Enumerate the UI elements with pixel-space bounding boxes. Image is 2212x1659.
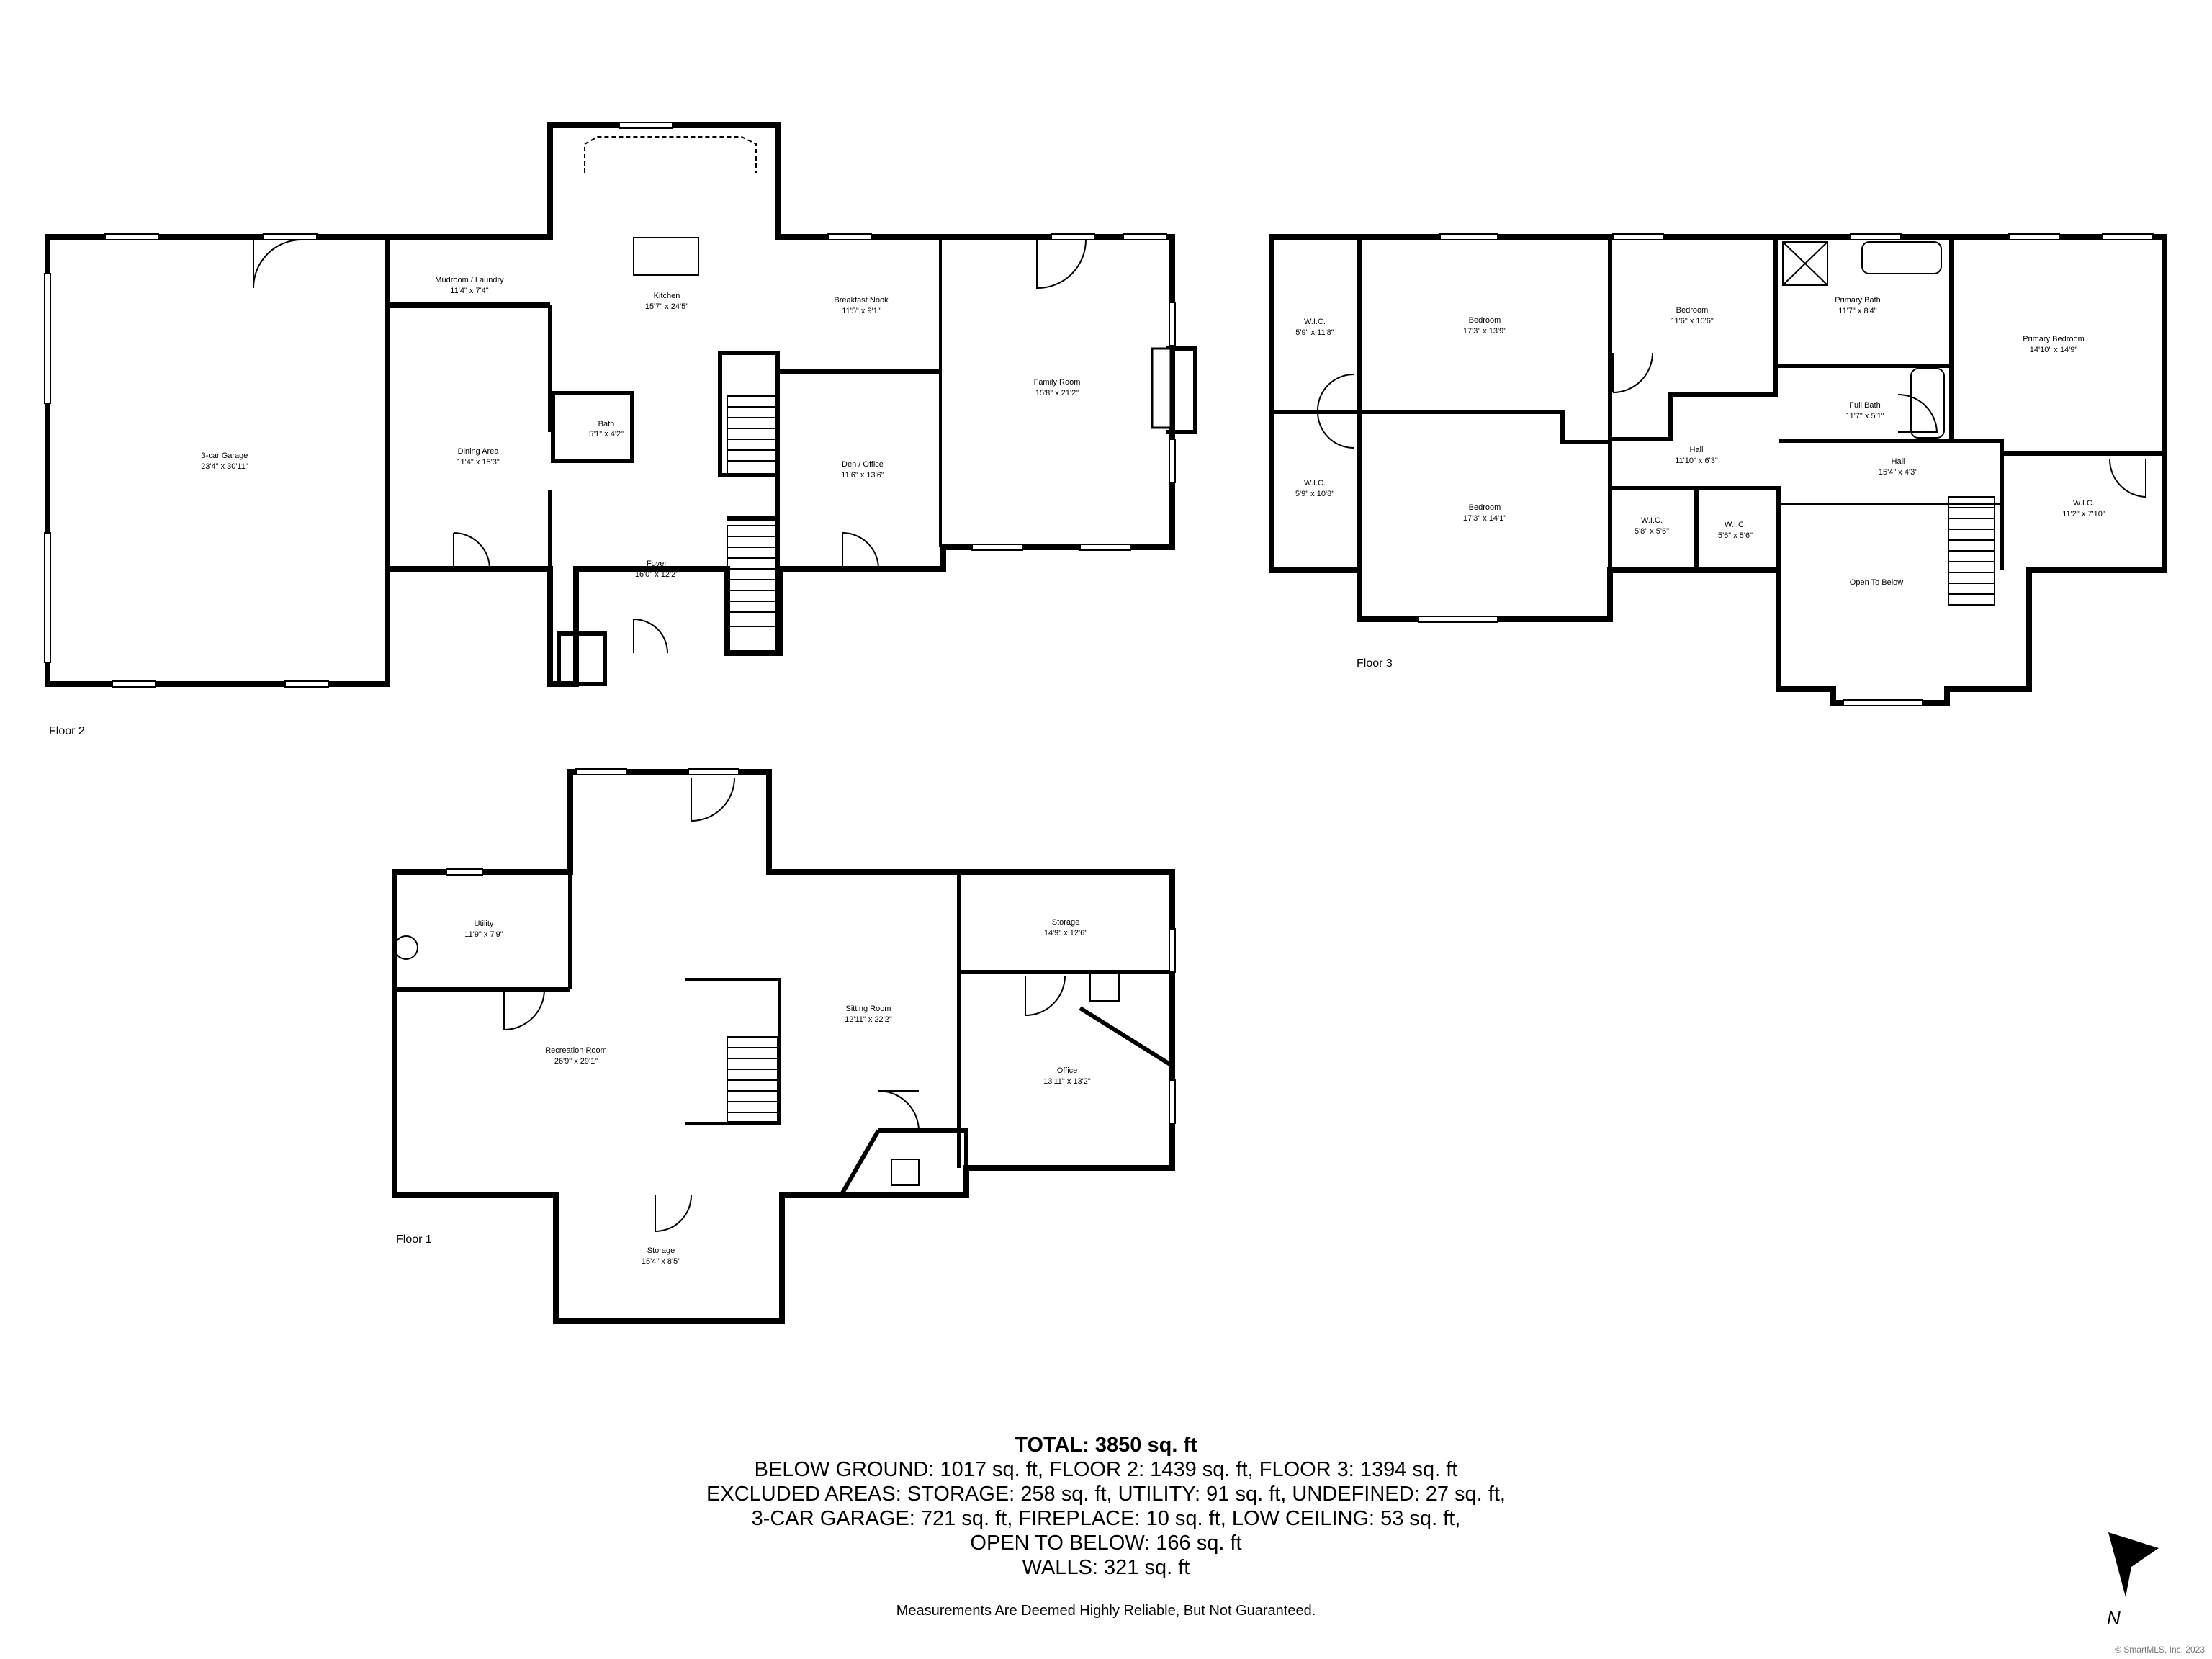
room-name: Primary Bath [1835,296,1881,305]
room-name: Mudroom / Laundry [435,276,504,284]
area-line: OPEN TO BELOW: 166 sq. ft [970,1532,1242,1555]
kitchen-island-icon [633,237,699,276]
floor-labels: Floor 2 Floor 3 Floor 1 [49,657,1393,1246]
room-name: W.I.C. [2073,499,2095,508]
utility-box-icon-2 [891,1159,920,1186]
floor-label: Floor 3 [1357,657,1393,670]
room-dim: 5'8" x 5'6" [1635,527,1669,536]
room-name: Primary Bedroom [2023,335,2085,343]
fixtures [394,136,1945,1186]
room-name: W.I.C. [1641,516,1663,525]
room-dim: 17'3" x 13'9" [1463,327,1506,336]
room-name: Bedroom [1469,316,1501,325]
room-dim: 11'2" x 7'10" [2062,510,2105,518]
bathtub-icon-2 [1910,368,1945,439]
room-name: Utility [475,920,494,928]
room-name: W.I.C. [1304,318,1326,326]
total-area: TOTAL: 3850 sq. ft [1015,1434,1197,1457]
room-labels: 3-car Garage 23'4" x 30'11" Mudroom / La… [201,276,2105,1266]
room-dim: 15'4" x 4'3" [1879,468,1917,477]
room-dim: 5'9" x 11'8" [1295,328,1334,337]
utility-box-icon [1089,971,1120,1002]
room-dim: 23'4" x 30'11" [201,462,248,471]
copyright: © SmartMLS, Inc. 2023 [2115,1645,2205,1655]
room-dim: 11'10" x 6'3" [1675,457,1718,465]
room-dim: 5'1" x 4'2" [589,430,624,439]
room-dim: 11'5" x 9'1" [842,307,880,315]
floor1-outline [392,769,1175,1324]
room-dim: 5'9" x 10'8" [1295,490,1334,498]
room-dim: 11'6" x 13'6" [841,471,884,480]
room-name: Storage [1052,918,1080,927]
compass-label: N [2107,1607,2121,1629]
room-name: W.I.C. [1304,479,1326,487]
room-name: Family Room [1034,378,1081,387]
room-name: W.I.C. [1725,521,1746,529]
room-name: Hall [1892,457,1905,466]
room-dim: 11'4" x 15'3" [457,458,500,467]
room-dim: 15'4" x 8'5" [642,1257,680,1266]
room-name: Bedroom [1469,503,1501,512]
area-totals: TOTAL: 3850 sq. ft BELOW GROUND: 1017 sq… [0,1433,2212,1580]
room-name: Hall [1690,446,1704,454]
room-dim: 14'9" x 12'6" [1044,929,1087,938]
room-dim: 12'11" x 22'2" [845,1015,892,1024]
room-dim: 11'9" x 7'9" [464,930,503,939]
room-name: Foyer [647,559,667,568]
room-dim: 11'7" x 8'4" [1838,307,1876,315]
room-name: Breakfast Nook [834,296,889,305]
room-name: Storage [647,1246,675,1255]
area-line: BELOW GROUND: 1017 sq. ft, FLOOR 2: 1439… [754,1458,1458,1481]
room-dim: 13'11" x 13'2" [1043,1077,1091,1086]
room-dim: 16'0" x 12'2" [635,570,678,579]
area-line: 3-CAR GARAGE: 721 sq. ft, FIREPLACE: 10 … [751,1507,1461,1530]
room-dim: 11'4" x 7'4" [450,287,488,295]
room-name: Full Bath [1849,401,1880,410]
bathtub-icon [1861,241,1942,274]
room-dim: 15'7" x 24'5" [645,302,688,311]
area-line: WALLS: 321 sq. ft [1022,1556,1190,1579]
room-dim: 11'6" x 10'6" [1671,317,1714,325]
north-arrow-icon: N [2107,1532,2159,1629]
room-name: Dining Area [458,447,500,456]
floor-label: Floor 2 [49,725,85,737]
room-dim: 17'3" x 14'1" [1463,514,1506,523]
walls [45,122,2167,1324]
floor-label: Floor 1 [396,1233,432,1246]
garage-walls [45,234,390,687]
area-line: EXCLUDED AREAS: STORAGE: 258 sq. ft, UTI… [706,1483,1506,1506]
room-name: Bath [598,420,615,428]
stairs [727,395,1995,1123]
disclaimer: Measurements Are Deemed Highly Reliable,… [896,1603,1316,1619]
room-name: Open To Below [1850,578,1903,587]
room-name: Office [1057,1066,1078,1075]
room-dim: 14'10" x 14'9" [2030,346,2078,354]
room-name: 3-car Garage [202,451,248,460]
room-dim: 15'8" x 21'2" [1035,389,1079,397]
doors [253,238,2146,1232]
fireplace-icon [1151,347,1172,429]
shower-icon [1782,241,1828,286]
windows [44,122,2154,1124]
room-name: Kitchen [654,292,680,300]
room-name: Den / Office [842,460,884,469]
room-name: Bedroom [1676,306,1709,315]
water-heater-icon [394,935,418,960]
room-dim: 11'7" x 5'1" [1845,412,1884,421]
floor3-outline [1269,234,2167,706]
room-name: Recreation Room [545,1046,607,1055]
room-dim: 26'9" x 29'1" [554,1057,598,1066]
room-dim: 5'6" x 5'6" [1718,531,1753,540]
room-name: Sitting Room [846,1004,891,1013]
